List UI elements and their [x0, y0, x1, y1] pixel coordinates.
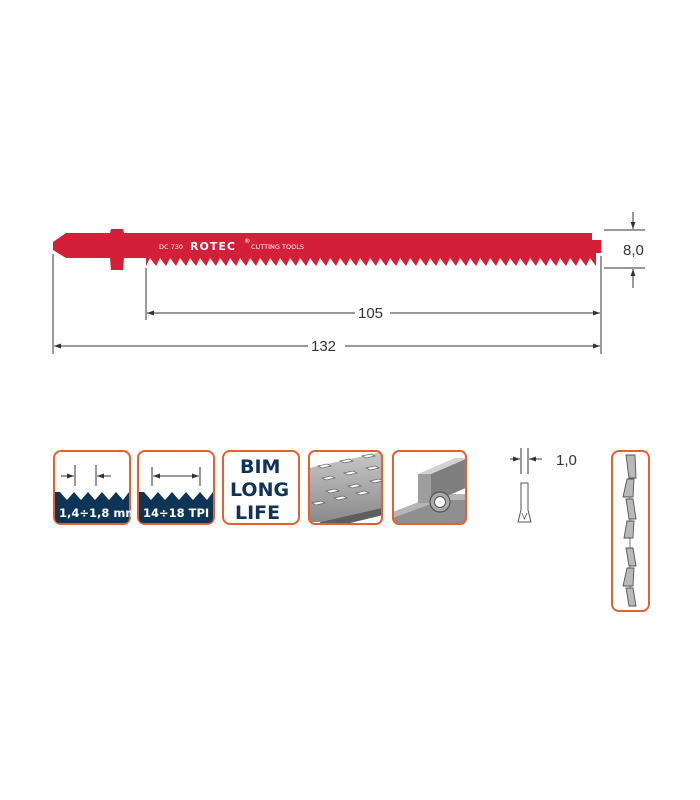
bim-long-life-icon: BIM LONG LIFE — [222, 450, 300, 525]
tooth-pitch-icon: 1,4÷1,8 mm — [53, 450, 137, 525]
tooth-pitch-label: 1,4÷1,8 mm — [59, 506, 137, 520]
bim-line-1: BIM — [240, 456, 280, 478]
dim-total-length-label: 132 — [311, 338, 336, 355]
bim-line-2: LONG — [230, 479, 289, 501]
dim-width-label: 8,0 — [623, 242, 644, 259]
blade-thickness-detail: 1,0 — [510, 448, 577, 523]
tpi-icon: 14÷18 TPI — [137, 450, 215, 525]
blade-body — [53, 229, 601, 270]
dim-cutting-length-label: 105 — [358, 305, 383, 322]
saw-blade: DC 730 ROTEC ® CUTTING TOOLS — [53, 229, 601, 270]
bim-line-3: LIFE — [235, 502, 280, 524]
thickness-label: 1,0 — [556, 452, 577, 469]
brand-registered-mark: ® — [244, 237, 251, 245]
metal-profile-icon — [392, 450, 467, 525]
blade-code: DC 730 — [159, 243, 183, 251]
perforated-sheet-icon — [308, 450, 383, 525]
tpi-label: 14÷18 TPI — [143, 506, 209, 520]
tooth-set-detail — [611, 450, 650, 612]
brand-logo: ROTEC — [190, 240, 236, 253]
dimension-lines — [52, 212, 645, 354]
blade-tagline: CUTTING TOOLS — [251, 243, 304, 251]
